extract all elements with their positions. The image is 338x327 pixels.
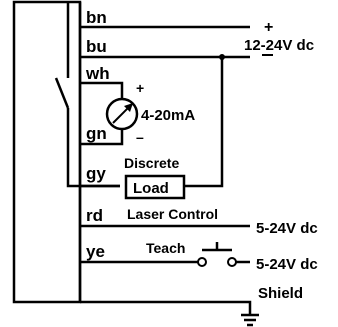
teach-label: Teach — [146, 240, 185, 256]
load-box — [124, 174, 186, 200]
supply-voltage-label: 12-24V dc — [244, 37, 314, 54]
sensor-body — [12, 0, 82, 304]
meter-plus-label: + — [136, 80, 144, 96]
load-label: Load — [133, 180, 169, 197]
shield-wire — [80, 300, 252, 315]
shield-label: Shield — [258, 285, 303, 302]
wh-wire — [80, 81, 124, 98]
wire-label-bn: bn — [86, 8, 107, 27]
wire-label-rd: rd — [86, 206, 103, 225]
wire-label-gn: gn — [86, 124, 107, 143]
teach-contact-left — [197, 257, 207, 267]
gn-wire — [80, 130, 124, 146]
wire-label-ye: ye — [86, 242, 105, 261]
wire-label-bu: bu — [86, 37, 107, 56]
laser-control-label: Laser Control — [127, 206, 218, 222]
teach-contact-right — [227, 257, 237, 267]
teach-voltage-label: 5-24V dc — [256, 256, 318, 273]
wire-label-gy: gy — [86, 164, 106, 183]
load-return-wire — [185, 57, 224, 188]
laser-voltage-label: 5-24V dc — [256, 220, 318, 237]
ammeter-icon — [105, 97, 139, 131]
discrete-label: Discrete — [124, 155, 179, 171]
internal-switch-blade — [54, 77, 70, 109]
supply-plus-label: + — [264, 19, 273, 36]
meter-minus-label: – — [136, 129, 144, 145]
wire-label-wh: wh — [85, 64, 110, 83]
meter-current-label: 4-20mA — [141, 107, 195, 124]
ammeter-arrowhead — [124, 103, 133, 112]
